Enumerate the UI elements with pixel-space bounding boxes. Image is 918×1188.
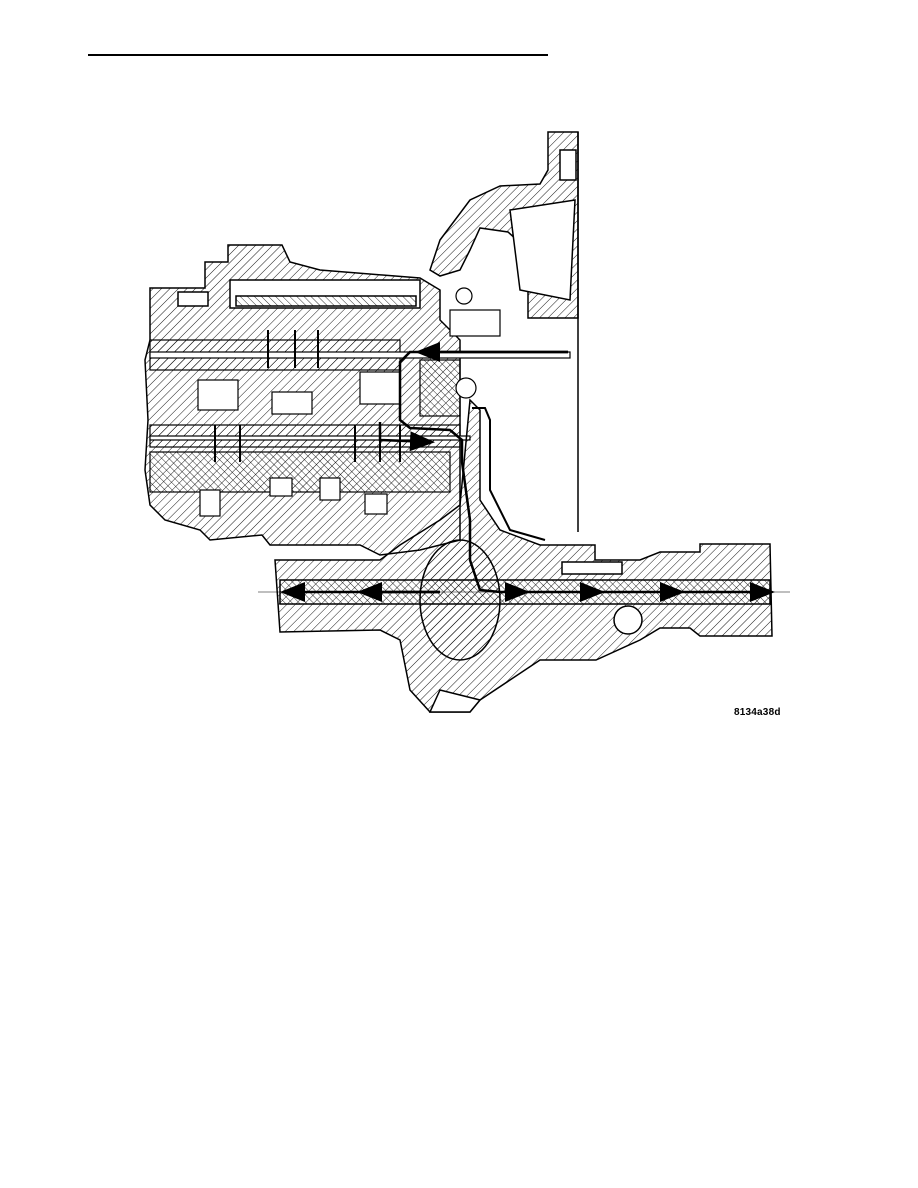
case-wall-outline bbox=[472, 407, 546, 541]
figure-code: 8134a38d bbox=[734, 707, 781, 718]
header-rule bbox=[88, 54, 548, 56]
bell-housing bbox=[429, 131, 579, 532]
gear-cluster bbox=[149, 287, 571, 517]
power-flow-path bbox=[378, 342, 568, 594]
